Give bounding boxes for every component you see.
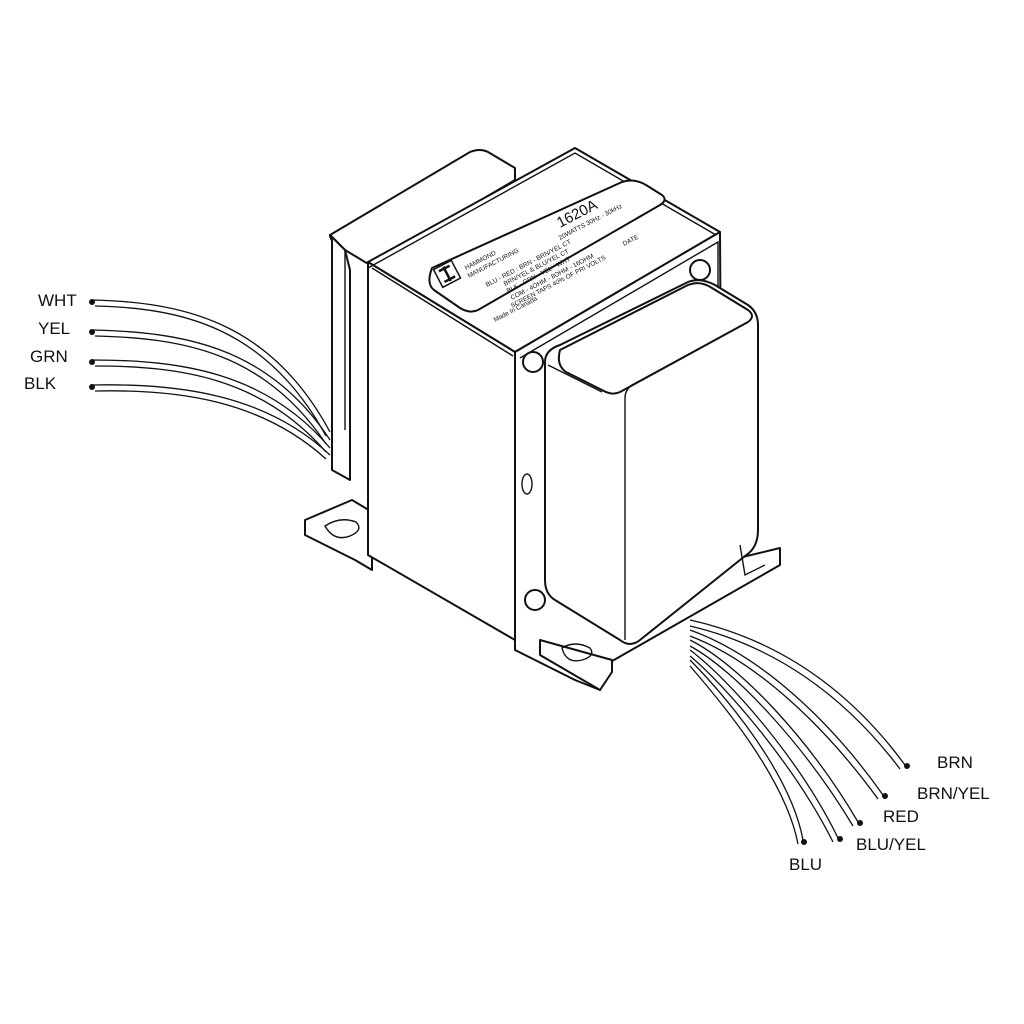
lead-label-blu: BLU	[789, 855, 822, 874]
right-mounting-foot	[539, 639, 613, 691]
lead-label-wht: WHT	[38, 291, 77, 310]
lead-label-blk: BLK	[24, 374, 57, 393]
left-mounting-foot	[304, 499, 373, 571]
left-lead-wires	[89, 299, 331, 460]
lead-label-brn-yel: BRN/YEL	[917, 784, 990, 803]
lead-label-red: RED	[883, 807, 919, 826]
front-coil-cover	[544, 279, 766, 645]
lead-label-grn: GRN	[30, 347, 68, 366]
lead-label-yel: YEL	[38, 319, 70, 338]
lead-label-blu-yel: BLU/YEL	[856, 835, 926, 854]
lead-label-brn: BRN	[937, 753, 973, 772]
right-lead-wires	[689, 619, 910, 845]
back-coil-cover	[329, 149, 516, 481]
